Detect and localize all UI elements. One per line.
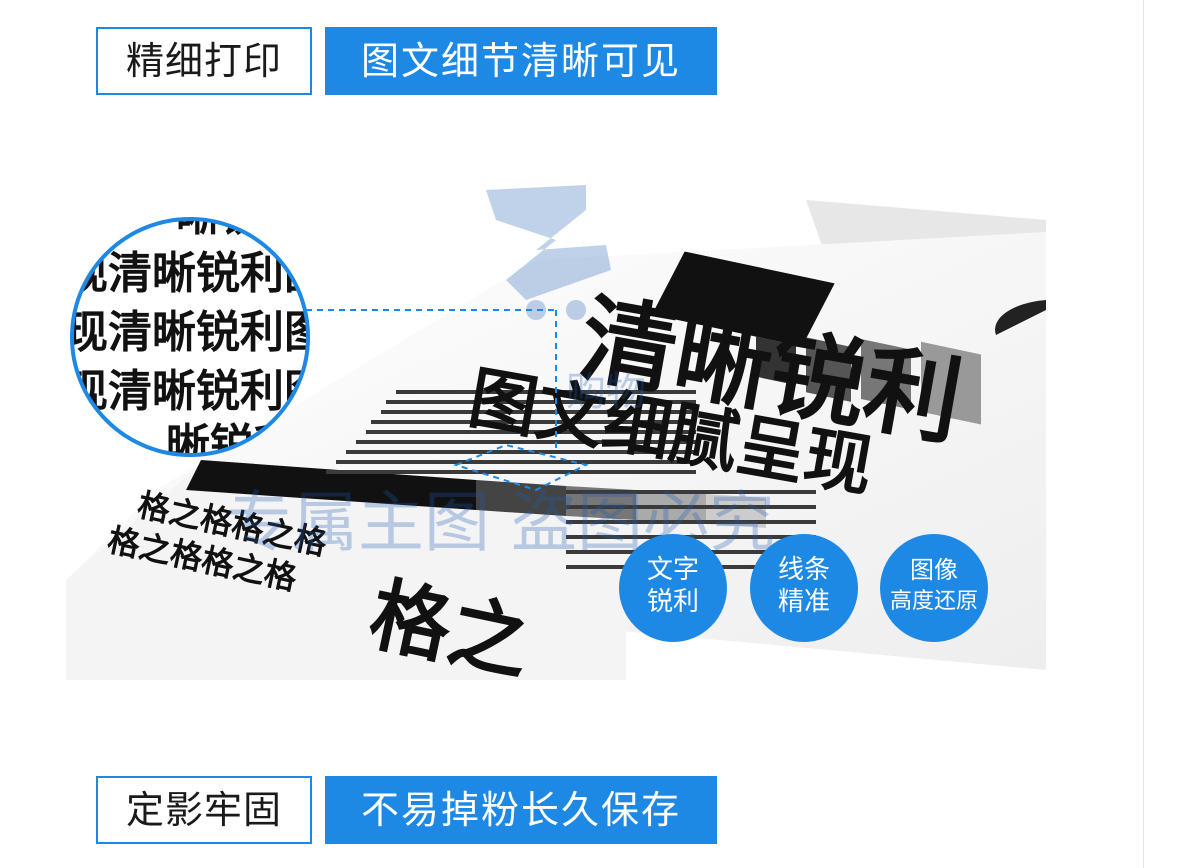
section-label: 精细打印 [96,27,312,95]
badge-3-line-1: 图像 [910,556,958,584]
badge-3-line-2: 高度还原 [890,589,978,614]
badge-1-line-1: 文字 [647,555,699,585]
watermark-top-text: 购物 [566,369,646,415]
paper-sheet-front [66,460,626,680]
section-label: 定影牢固 [96,776,312,844]
bar-chart-graphic [652,251,981,425]
badge-text-sharp: 文字 锐利 [619,534,727,642]
badge-2-line-2: 精准 [778,587,830,617]
gradient-strip [186,460,766,528]
right-divider [1143,0,1144,868]
badge-2-line-1: 线条 [778,555,830,585]
print-sample-illustration: 清晰锐利 图文细腻呈现 格之格格之格 格之格格之格 格之 购物 专属主图 盗图必… [66,160,1046,680]
zoom-line-0: 晰锐 [176,190,264,241]
badge-1-line-2: 锐利 [647,587,699,617]
badge-line-precise: 线条 精准 [750,534,858,642]
section-tag: 图文细节清晰可见 [325,27,717,95]
pie-graphic [995,300,1046,335]
zoom-magnifier: 晰锐 现清晰锐利图 现清晰锐利图 现清晰锐利图 晰锐利 [66,190,328,457]
zoom-line-3: 现清晰锐利图 [66,366,328,417]
zoom-line-1: 现清晰锐利图 [66,248,328,299]
section-tag: 不易掉粉长久保存 [325,776,717,844]
zoom-connector [306,309,589,492]
badge-image-restore: 图像 高度还原 [880,534,988,642]
zoom-line-2: 现清晰锐利图 [66,307,328,358]
